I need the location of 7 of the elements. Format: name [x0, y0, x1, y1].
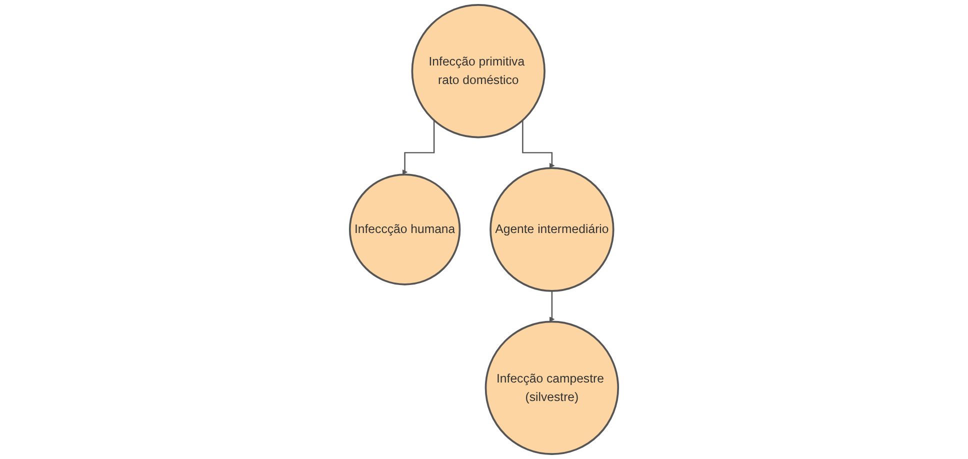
node-circle: Infeccção humana	[348, 174, 461, 286]
arrow	[549, 290, 555, 322]
node-circle: Infecção campestre (silvestre)	[484, 320, 620, 455]
node-circle: Infecção primitiva rato doméstico	[411, 4, 546, 138]
node-circle: Agente intermediário	[490, 167, 614, 292]
arrow	[522, 120, 555, 168]
arrow	[402, 120, 435, 175]
